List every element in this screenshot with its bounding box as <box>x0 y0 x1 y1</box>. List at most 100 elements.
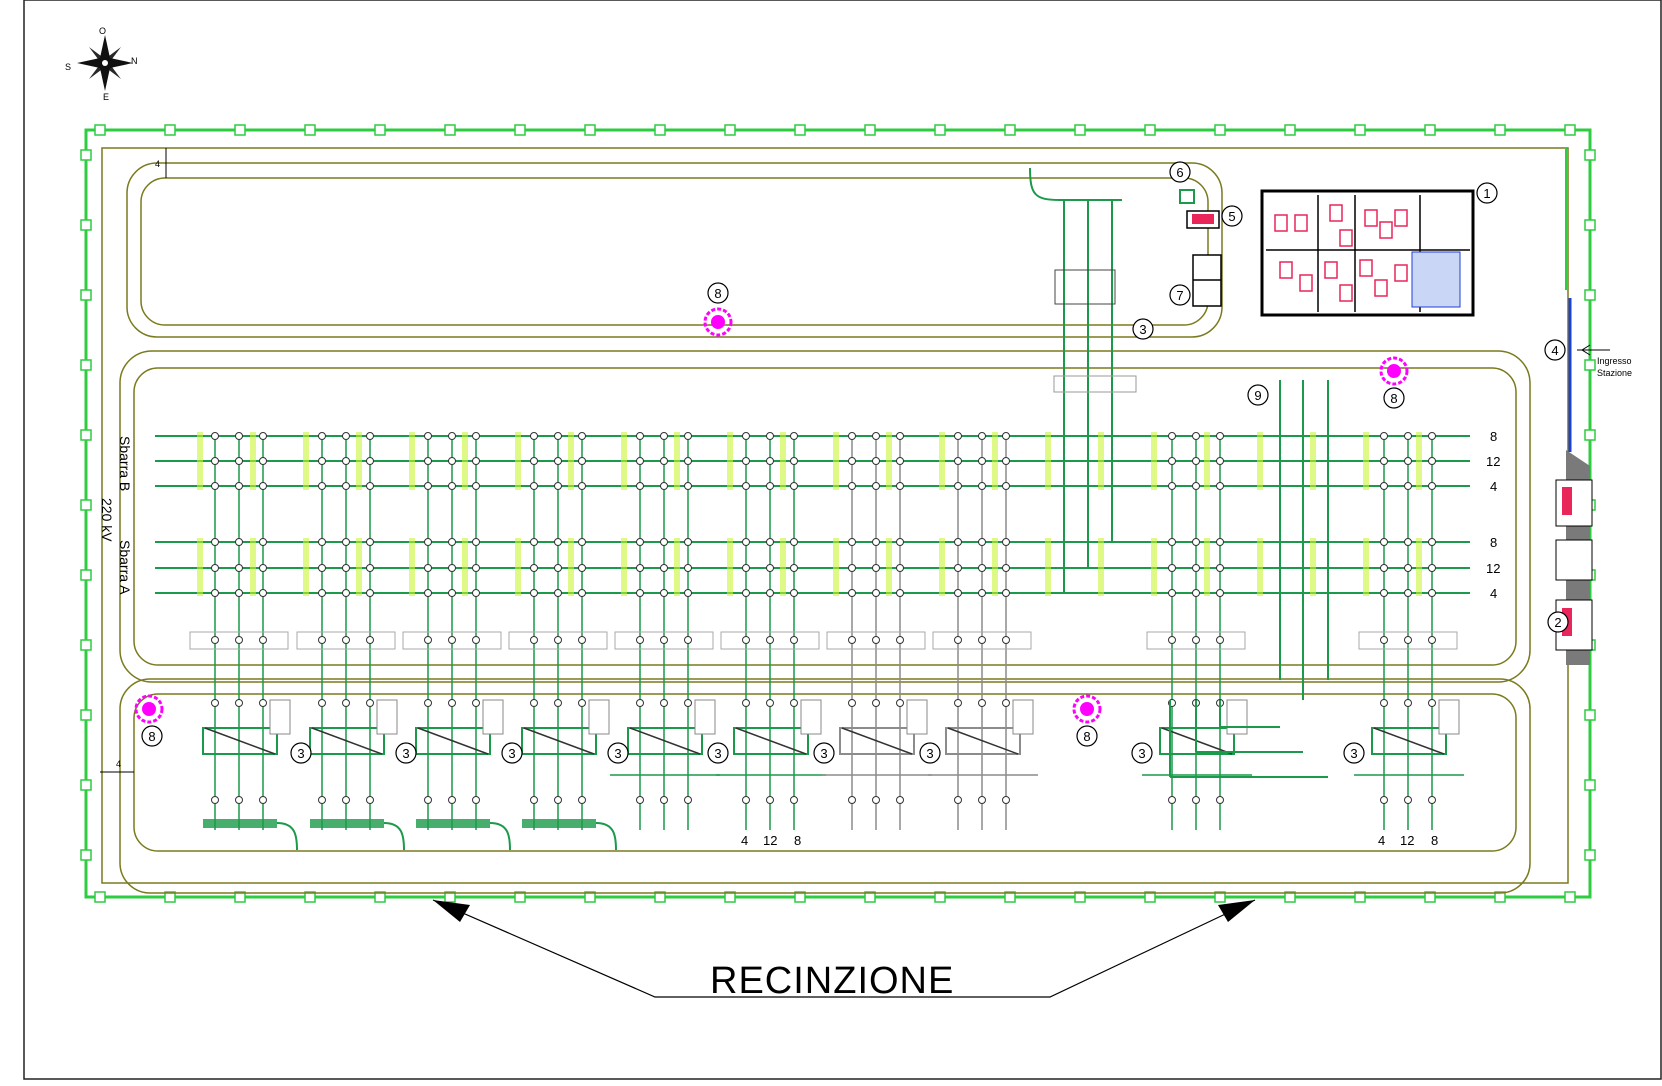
marker-3: 3 <box>607 742 629 764</box>
bay-node <box>448 564 456 572</box>
fence-post <box>584 891 596 903</box>
bay-node <box>424 538 432 546</box>
bay-node <box>766 432 774 440</box>
bay-node <box>978 699 986 707</box>
tie-column <box>674 432 680 490</box>
tie-column <box>1416 538 1422 596</box>
bay-node <box>896 636 904 644</box>
bay-node <box>554 564 562 572</box>
fixture <box>1339 284 1353 302</box>
marker-8: 8 <box>707 282 729 304</box>
bay-node <box>448 636 456 644</box>
tie-column <box>621 538 627 596</box>
fence-post <box>94 891 106 903</box>
cable-curve <box>383 822 405 851</box>
road-width-top: 4 <box>155 159 160 169</box>
bay-node <box>448 538 456 546</box>
cabinet <box>694 699 716 735</box>
bay-node <box>848 564 856 572</box>
fence-post <box>1214 124 1226 136</box>
bay-node <box>1428 636 1436 644</box>
breaker-diagonal <box>1373 727 1445 755</box>
bay-node <box>660 457 668 465</box>
bay-node <box>342 699 350 707</box>
bay-node <box>954 796 962 804</box>
bay-node <box>848 636 856 644</box>
bay-node <box>211 796 219 804</box>
tie-column <box>515 432 521 490</box>
bay-node <box>954 457 962 465</box>
bay-node <box>235 589 243 597</box>
marker-circle <box>607 742 629 764</box>
tie-column <box>1204 432 1210 490</box>
bay-node <box>448 699 456 707</box>
fence-post <box>1584 219 1596 231</box>
bay-node <box>318 564 326 572</box>
compass-east: E <box>103 92 109 102</box>
bay-node <box>366 564 374 572</box>
fence-post <box>1424 891 1436 903</box>
marker-number: 3 <box>402 746 409 761</box>
voltage-label: 220 kV <box>99 498 115 542</box>
marker-circle <box>1076 725 1098 747</box>
fence-post <box>1284 124 1296 136</box>
marker-7: 7 <box>1169 284 1191 306</box>
fence-post <box>794 124 806 136</box>
marker-number: 3 <box>1350 746 1357 761</box>
tie-column <box>1310 432 1316 490</box>
bay-node <box>1380 457 1388 465</box>
bay-node <box>259 636 267 644</box>
marker-number: 3 <box>1138 746 1145 761</box>
bay-node <box>766 589 774 597</box>
bay-node <box>472 699 480 707</box>
bay-node <box>848 699 856 707</box>
marker-circle <box>290 742 312 764</box>
breaker-frame <box>415 727 491 755</box>
breaker-frame <box>839 727 915 755</box>
structure-6 <box>1179 189 1195 204</box>
bay-node <box>636 564 644 572</box>
fixture <box>1364 209 1378 227</box>
tie-column <box>568 432 574 490</box>
bay <box>716 432 826 830</box>
bay-node <box>1002 538 1010 546</box>
sheet-border <box>23 0 1662 1080</box>
bay-node <box>1192 457 1200 465</box>
bay-node <box>684 564 692 572</box>
bay-node <box>660 482 668 490</box>
marker-circle <box>1343 742 1365 764</box>
tie-column <box>1310 538 1316 596</box>
bay-node <box>424 457 432 465</box>
bay-node <box>954 482 962 490</box>
marker-circle <box>813 742 835 764</box>
tower-ring <box>134 694 164 724</box>
bay-support <box>614 631 714 650</box>
tie-column <box>1257 538 1263 596</box>
bay-node <box>848 796 856 804</box>
fixture <box>1339 229 1353 247</box>
building-fixtures <box>1274 204 1408 302</box>
bay-label-right-4: 4 <box>1378 833 1385 848</box>
marker-6: 6 <box>1169 161 1191 183</box>
bay-node <box>1192 564 1200 572</box>
bay-node <box>660 796 668 804</box>
bay-node <box>1216 636 1224 644</box>
bay-node <box>259 796 267 804</box>
bay-support <box>932 631 1032 650</box>
bay-node <box>366 589 374 597</box>
bay-node <box>211 636 219 644</box>
tie-column <box>674 538 680 596</box>
cable-curve <box>595 822 617 851</box>
bay-node <box>235 482 243 490</box>
tie-column <box>409 432 415 490</box>
tie-column <box>939 432 945 490</box>
bay-node <box>1168 482 1176 490</box>
bay-node <box>660 538 668 546</box>
bay-support <box>189 631 289 650</box>
bay-node <box>318 432 326 440</box>
structure-7 <box>1192 254 1222 307</box>
bay-node <box>1380 796 1388 804</box>
fixture <box>1299 274 1313 292</box>
